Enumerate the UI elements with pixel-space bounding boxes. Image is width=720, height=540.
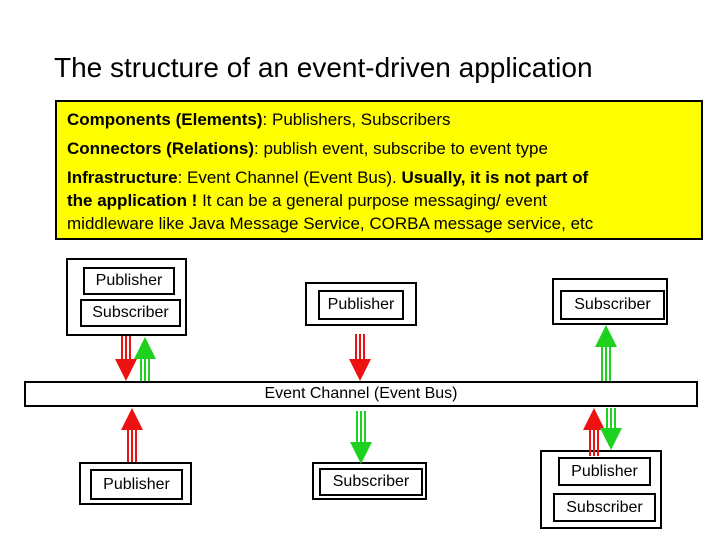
subscriber-label: Subscriber	[319, 468, 423, 496]
arrow-shaft	[606, 408, 616, 428]
publish-arrow-icon	[115, 336, 137, 381]
arrow-shaft	[121, 336, 131, 359]
arrow-head-up	[134, 337, 156, 359]
info-text-bold: the application !	[67, 191, 198, 210]
info-text: : publish event, subscribe to event type	[254, 139, 548, 158]
event-channel-label: Event Channel (Event Bus)	[264, 385, 458, 402]
subscriber-label: Subscriber	[560, 290, 665, 320]
component-box-top-middle: Publisher	[305, 282, 417, 326]
arrow-shaft	[356, 411, 366, 442]
arrow-head-up	[595, 325, 617, 347]
info-text: : Publishers, Subscribers	[262, 110, 451, 129]
arrow-head-down	[600, 428, 622, 450]
info-text: It can be a general purpose messaging/ e…	[197, 191, 548, 210]
event-channel-bus: Event Channel (Event Bus)	[24, 381, 698, 407]
arrow-shaft	[601, 347, 611, 381]
publisher-label: Publisher	[558, 457, 651, 486]
info-line: Connectors (Relations): publish event, s…	[67, 137, 691, 160]
arrow-head-down	[349, 359, 371, 381]
arrow-head-up	[121, 408, 143, 430]
component-box-top-left: Publisher Subscriber	[66, 258, 187, 336]
component-box-top-right: Subscriber	[552, 278, 668, 325]
info-line: Infrastructure: Event Channel (Event Bus…	[67, 166, 691, 189]
info-text-bold: Connectors (Relations)	[67, 139, 255, 158]
page-title: The structure of an event-driven applica…	[54, 52, 593, 83]
info-text-bold: Usually, it is not part of	[401, 168, 589, 187]
info-text: middleware like Java Message Service, CO…	[67, 214, 594, 233]
info-line: Components (Elements): Publishers, Subsc…	[67, 108, 691, 131]
component-box-bottom-middle: Subscriber	[312, 462, 427, 500]
subscribe-arrow-icon	[134, 337, 156, 381]
arrow-shaft	[589, 430, 599, 456]
component-box-bottom-left: Publisher	[79, 462, 192, 505]
arrow-shaft	[127, 430, 137, 462]
subscriber-label: Subscriber	[80, 299, 181, 327]
arrow-shaft	[355, 334, 365, 359]
publish-arrow-icon	[349, 334, 371, 381]
arrow-head-down	[350, 442, 372, 464]
publish-arrow-icon	[121, 408, 143, 462]
info-line: middleware like Java Message Service, CO…	[67, 212, 691, 235]
subscribe-arrow-icon	[595, 325, 617, 381]
arrow-shaft	[140, 359, 150, 381]
publisher-label: Publisher	[90, 469, 183, 500]
arrow-head-up	[583, 408, 605, 430]
info-line: the application ! It can be a general pu…	[67, 189, 691, 212]
info-text-bold: Components (Elements)	[67, 110, 263, 129]
publisher-label: Publisher	[318, 290, 404, 320]
publish-arrow-icon	[583, 408, 605, 456]
info-text-bold: Infrastructure	[67, 168, 178, 187]
subscriber-label: Subscriber	[553, 493, 656, 522]
publisher-label: Publisher	[83, 267, 175, 295]
info-box: Components (Elements): Publishers, Subsc…	[55, 100, 703, 240]
subscribe-arrow-icon	[600, 408, 622, 450]
info-text: : Event Channel (Event Bus).	[177, 168, 402, 187]
component-box-bottom-right: Publisher Subscriber	[540, 450, 662, 529]
arrow-head-down	[115, 359, 137, 381]
subscribe-arrow-icon	[350, 411, 372, 464]
